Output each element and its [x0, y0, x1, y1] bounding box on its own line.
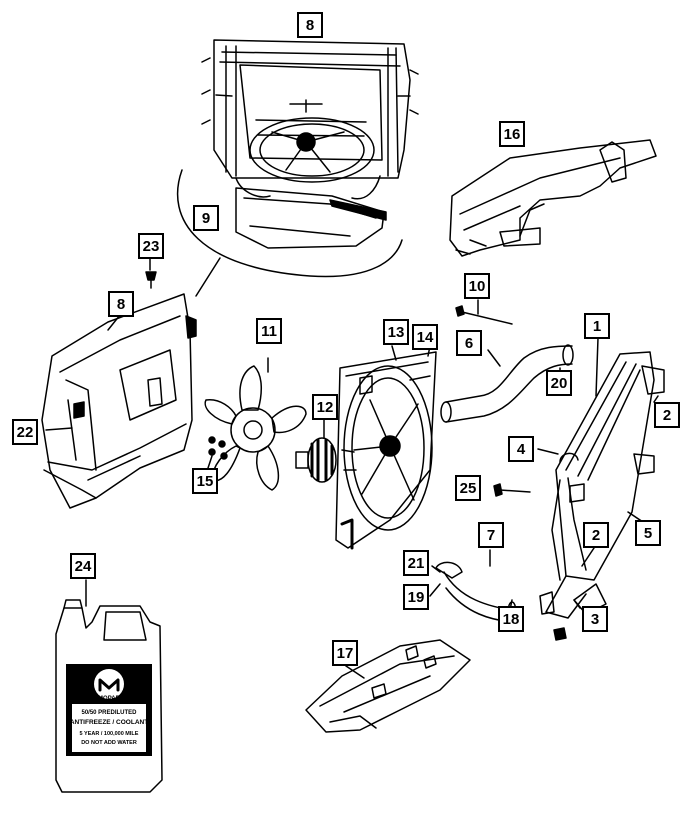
callout-18: 18	[498, 606, 524, 632]
callout-10: 10	[464, 273, 490, 299]
callout-23: 23	[138, 233, 164, 259]
callout-22: 22	[12, 419, 38, 445]
leader-3	[573, 599, 581, 609]
callout-16: 16	[499, 121, 525, 147]
leader-17	[345, 665, 365, 679]
leader-2a	[653, 395, 659, 403]
upper-hose	[440, 344, 574, 423]
radiator-shroud-assembly	[201, 39, 419, 249]
bolt-10	[455, 305, 513, 325]
bolt-25	[493, 483, 531, 497]
callout-6: 6	[456, 330, 482, 356]
callout-15: 15	[192, 468, 218, 494]
coolant-label-line3: 5 YEAR / 100,000 MILE	[79, 731, 139, 737]
upper-shield	[449, 139, 657, 257]
callout-25: 25	[455, 475, 481, 501]
leader-4	[537, 448, 559, 455]
leader-2b	[581, 547, 595, 567]
fan-shroud	[41, 293, 197, 509]
callout-21: 21	[403, 550, 429, 576]
callout-9: 9	[193, 205, 219, 231]
callout-1: 1	[584, 313, 610, 339]
callout-3: 3	[582, 606, 608, 632]
coolant-brand: MOPAR	[98, 696, 120, 702]
leader-21	[431, 565, 441, 573]
coolant-label-line1: 50/50 PREDILUTED	[81, 710, 137, 716]
callout-20: 20	[546, 370, 572, 396]
coolant-jug	[55, 599, 163, 793]
callout-17: 17	[332, 640, 358, 666]
callout-2-upper: 2	[654, 402, 680, 428]
leader-6	[487, 349, 501, 367]
detail-arc	[176, 169, 403, 278]
fan-blade	[204, 365, 307, 491]
callout-19: 19	[403, 584, 429, 610]
coolant-label-line2: ANTIFREEZE / COOLANT	[69, 719, 149, 726]
fan-clutch	[295, 437, 337, 483]
push-pin	[145, 271, 157, 289]
callout-8-shroud: 8	[108, 291, 134, 317]
callout-14: 14	[412, 324, 438, 350]
coolant-label-line4: DO NOT ADD WATER	[81, 740, 137, 746]
electric-fan-assembly	[335, 351, 437, 550]
callout-11: 11	[256, 318, 282, 344]
callout-13: 13	[383, 319, 409, 345]
callout-8-top: 8	[297, 12, 323, 38]
leader-19	[429, 583, 441, 597]
callout-7: 7	[478, 522, 504, 548]
detail-leader	[195, 257, 221, 297]
nuts	[208, 436, 228, 460]
radiator	[539, 351, 665, 619]
callout-12: 12	[312, 394, 338, 420]
callout-2-lower: 2	[583, 522, 609, 548]
callout-24: 24	[70, 553, 96, 579]
leader-22	[45, 427, 73, 431]
skid-plate	[305, 639, 471, 733]
leader-1	[595, 337, 599, 397]
drain-plug	[553, 627, 567, 641]
leader-15	[207, 455, 213, 469]
callout-5: 5	[635, 520, 661, 546]
callout-4: 4	[508, 436, 534, 462]
